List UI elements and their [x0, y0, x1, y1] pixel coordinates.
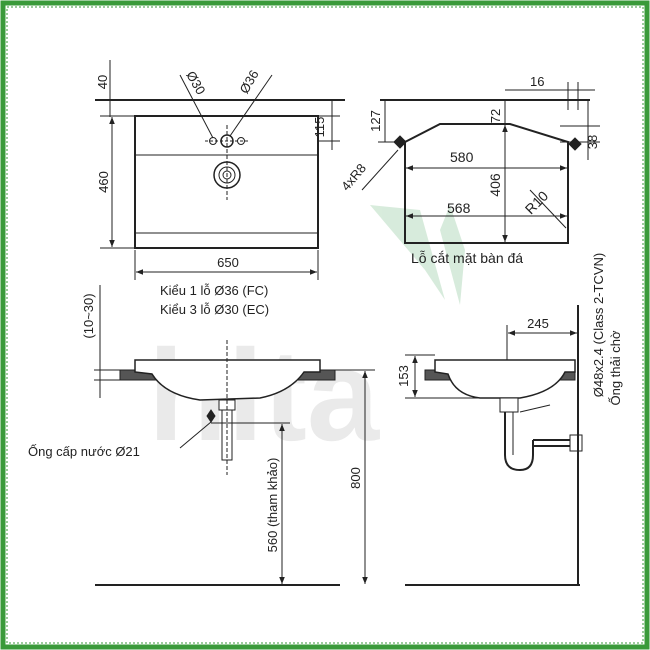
dim-245: 245: [527, 316, 549, 331]
pipe-label-2: Ống thải chờ: [608, 330, 623, 405]
dim-580: 580: [450, 149, 474, 165]
dim-corner: 4xR8: [338, 161, 369, 194]
pipe-label: Ø48x2.4 (Class 2-TCVN): [591, 253, 606, 397]
dim-thickness: (10~30): [81, 293, 96, 338]
cutout-caption: Lỗ cắt mặt bàn đá: [411, 250, 523, 266]
dim-width: 650: [217, 255, 239, 270]
hole-label-30: Ø30: [183, 68, 208, 97]
dim-127: 127: [368, 110, 383, 132]
frame-inner-border: [6, 6, 644, 644]
note-type-1: Kiểu 1 lỗ Ø36 (FC): [160, 283, 268, 298]
hole-label-36: Ø36: [236, 67, 261, 96]
dim-72: 72: [488, 109, 503, 123]
dim-16: 16: [530, 74, 544, 89]
dim-800: 800: [348, 467, 363, 489]
dim-568: 568: [447, 200, 471, 216]
dim-153: 153: [396, 365, 411, 387]
front-view: [94, 285, 375, 586]
watermark: hita: [148, 205, 465, 468]
top-view: [95, 60, 345, 280]
dim-406: 406: [487, 173, 503, 197]
dim-38: 38: [585, 135, 600, 149]
dim-560: 560 (tham khảo): [265, 458, 280, 553]
supply-label: Ống cấp nước Ø21: [28, 444, 140, 459]
dim-height: 460: [96, 171, 111, 193]
side-view: [405, 305, 583, 586]
note-type-3: Kiểu 3 lỗ Ø30 (EC): [160, 302, 269, 317]
cutout-view: [361, 82, 600, 244]
dim-radius: R10: [522, 188, 552, 218]
dim-right: 115: [312, 117, 327, 138]
dim-top-offset: 40: [95, 75, 110, 89]
